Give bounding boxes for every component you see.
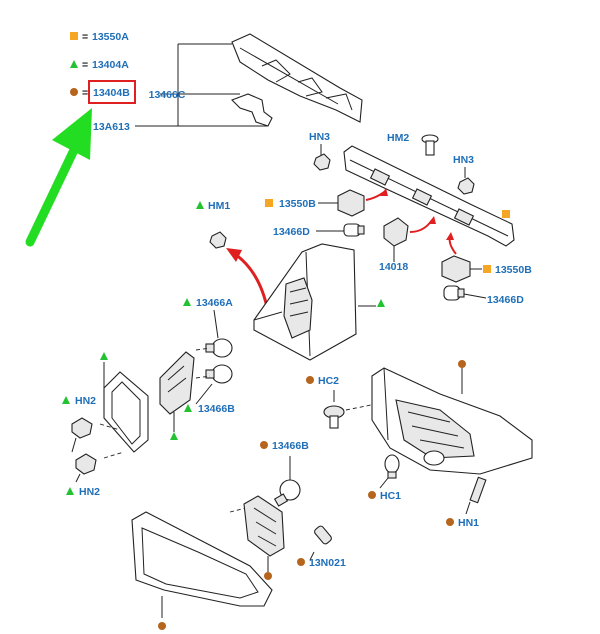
green-triangle-marker <box>170 432 178 440</box>
hn1-stud[interactable] <box>469 476 487 504</box>
label-13466A[interactable]: 13466A <box>196 297 233 309</box>
label-HN3-right[interactable]: HN3 <box>453 154 474 166</box>
green-triangle-marker <box>377 299 385 307</box>
green-triangle-marker <box>196 201 204 209</box>
label-HN3-left[interactable]: HN3 <box>309 131 330 143</box>
brown-circle-marker <box>264 572 272 580</box>
legend-triangle-code[interactable]: 13404A <box>92 59 129 71</box>
hc1-bulb[interactable] <box>384 454 400 479</box>
label-13466C[interactable]: 13466C <box>149 89 186 101</box>
label-13466D-left[interactable]: 13466D <box>273 226 310 238</box>
hn2-nut-bottom[interactable] <box>75 453 97 483</box>
label-HC2[interactable]: HC2 <box>318 375 339 387</box>
green-triangle-marker <box>183 298 191 306</box>
label-13550B-left[interactable]: 13550B <box>279 198 316 210</box>
brown-circle-marker <box>446 518 454 526</box>
label-HM2[interactable]: HM2 <box>387 132 409 144</box>
bulb-13466D-left[interactable] <box>343 223 365 237</box>
connector-13N021[interactable] <box>313 525 332 545</box>
label-HC1[interactable]: HC1 <box>380 490 401 502</box>
green-triangle-marker <box>184 404 192 412</box>
lamp-socket-14018[interactable] <box>383 217 409 247</box>
brown-circle-marker <box>158 622 166 630</box>
label-13466D-right[interactable]: 13466D <box>487 294 524 306</box>
red-arrow-head <box>226 248 242 262</box>
legend: = 13550A = 13404A = 13404B <box>70 31 136 104</box>
tail-lamp-assembly[interactable] <box>253 243 357 361</box>
gasket[interactable] <box>103 371 149 453</box>
label-HN2-bottom[interactable]: HN2 <box>79 486 100 498</box>
hn3-nut-left[interactable] <box>313 153 331 171</box>
brown-circle-icon <box>70 88 78 96</box>
label-13550B-right[interactable]: 13550B <box>495 264 532 276</box>
bulb-13466B-center[interactable] <box>273 479 301 507</box>
green-triangle-marker <box>100 352 108 360</box>
brown-circle-marker <box>306 376 314 384</box>
pointer-arrow-icon <box>25 108 92 247</box>
bulb-13466D-right[interactable] <box>443 285 465 301</box>
bulb-13466B-left[interactable] <box>205 364 233 384</box>
rear-lamp-assembly[interactable] <box>371 367 533 475</box>
hc2-bulb-socket[interactable] <box>323 405 345 429</box>
highlight-box <box>88 80 136 104</box>
orange-square-icon <box>70 32 78 40</box>
hn3-nut-right[interactable] <box>457 177 475 195</box>
label-13466B-center[interactable]: 13466B <box>272 440 309 452</box>
bulb-holder[interactable] <box>159 351 195 415</box>
hm2-screw[interactable] <box>421 134 439 156</box>
orange-square-marker <box>502 210 510 218</box>
lamp-lens-13550B-left[interactable] <box>337 189 365 217</box>
legend-triangle-eq: = <box>82 59 88 71</box>
label-13466B-left[interactable]: 13466B <box>198 403 235 415</box>
green-triangle-icon <box>70 60 78 68</box>
high-mount-housing[interactable] <box>231 33 363 123</box>
hn2-nut-top[interactable] <box>71 417 93 453</box>
label-13A613[interactable]: 13A613 <box>93 121 130 133</box>
brown-circle-marker <box>297 558 305 566</box>
orange-square-marker <box>265 199 273 207</box>
red-arrow <box>231 250 270 313</box>
label-HN1[interactable]: HN1 <box>458 517 479 529</box>
red-arrow-head <box>446 232 454 240</box>
bulb-holder-center[interactable] <box>243 495 285 557</box>
brown-circle-marker <box>458 360 466 368</box>
lamp-bracket[interactable] <box>231 93 273 127</box>
label-13N021[interactable]: 13N021 <box>309 557 346 569</box>
orange-square-marker <box>483 265 491 273</box>
red-arrow <box>409 219 433 233</box>
brown-circle-marker <box>260 441 268 449</box>
licence-lamp-bar[interactable] <box>343 145 515 247</box>
red-arrow-head <box>428 216 436 224</box>
green-triangle-marker <box>66 487 74 495</box>
legend-square-eq: = <box>82 31 88 43</box>
legend-square-code[interactable]: 13550A <box>92 31 129 43</box>
label-14018[interactable]: 14018 <box>379 261 408 273</box>
legend-circle-eq: = <box>82 87 88 99</box>
brown-circle-marker <box>368 491 376 499</box>
red-arrow-head <box>380 188 388 196</box>
label-HN2-top[interactable]: HN2 <box>75 395 96 407</box>
hm1-screw[interactable] <box>209 231 227 249</box>
lamp-seal[interactable] <box>131 511 273 607</box>
legend-circle-code[interactable]: 13404B <box>93 87 130 99</box>
green-triangle-marker <box>62 396 70 404</box>
lamp-lens-13550B-right[interactable] <box>441 255 471 283</box>
label-HM1[interactable]: HM1 <box>208 200 230 212</box>
